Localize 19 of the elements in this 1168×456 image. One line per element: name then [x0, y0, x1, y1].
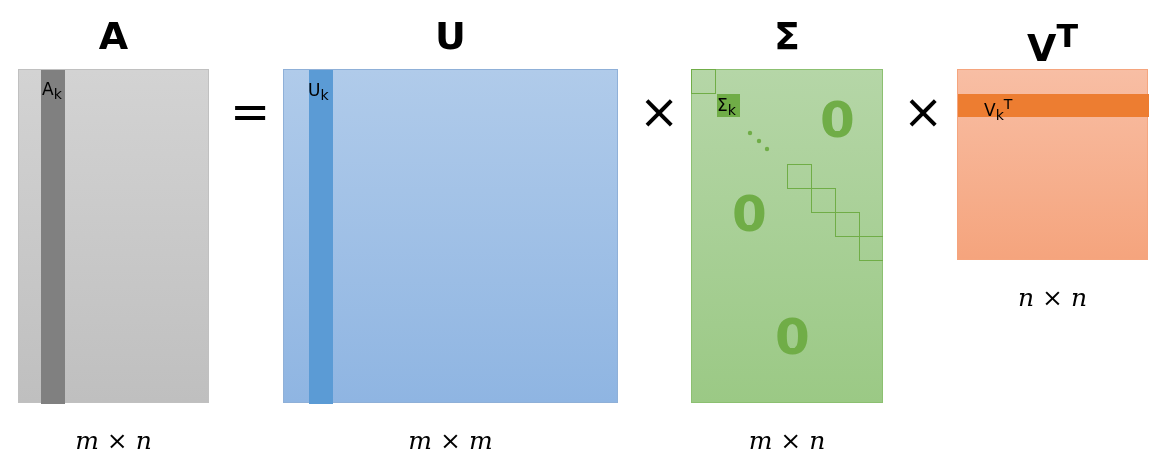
dimension-label: n × n — [1017, 283, 1088, 312]
component-label: U$_{k}$ — [308, 80, 329, 106]
dimension-label: m × m — [408, 426, 493, 455]
matrix-label: A — [98, 14, 129, 58]
times-sign: × — [639, 86, 680, 136]
dimension-label: m × n — [75, 426, 152, 455]
column-strip — [41, 70, 65, 404]
zero-label: 0 — [820, 92, 855, 148]
matrix-label: Σ — [774, 14, 800, 58]
zero-label: 0 — [732, 186, 767, 242]
times-sign: × — [903, 86, 944, 136]
equals-sign: = — [230, 86, 271, 136]
zero-label: 0 — [775, 309, 810, 365]
component-label: Σ$_{k}$ — [717, 95, 736, 121]
matrix-label: V$^{T}$ — [1027, 17, 1078, 70]
matrix-label: U — [435, 14, 466, 58]
dimension-label: m × n — [748, 426, 826, 455]
component-label: A$_{k}$ — [42, 79, 62, 105]
column-strip — [309, 70, 333, 404]
